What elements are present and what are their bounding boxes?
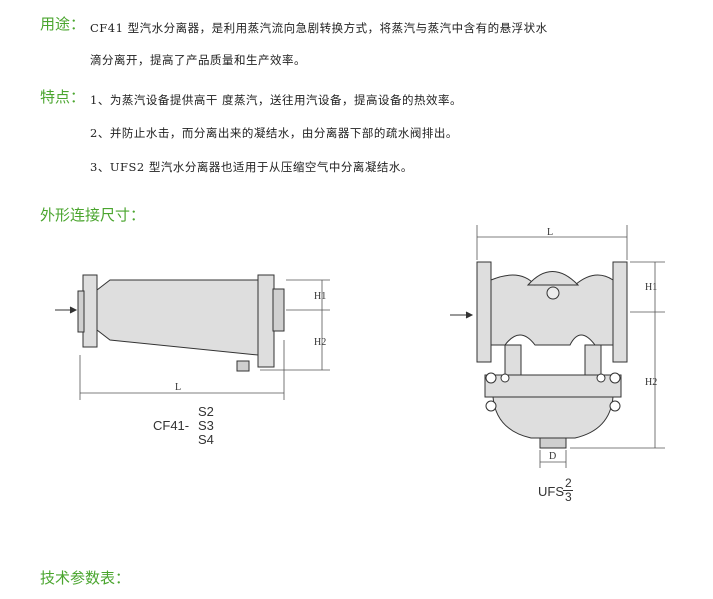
right-dim-D: D <box>549 451 556 462</box>
right-model-variant-1: 2 <box>565 476 572 490</box>
left-model-variant-1: S2 <box>198 404 214 419</box>
right-bolts <box>485 372 621 412</box>
left-outlet-spigot <box>272 288 285 332</box>
right-model-fraction-bar <box>563 490 573 491</box>
right-dome <box>526 271 580 286</box>
right-inlet-flange <box>476 261 492 363</box>
left-inlet-flange <box>82 274 98 348</box>
feature-item-3: 3、UFS2 型汽水分离器也适用于从压缩空气中分离凝结水。 <box>90 160 413 174</box>
right-outlet-flange <box>612 261 628 363</box>
right-model-prefix: UFS <box>538 484 564 499</box>
left-drain <box>236 360 250 372</box>
right-flow-arrow <box>450 311 474 319</box>
right-dim-H1: H1 <box>645 282 657 293</box>
right-dim-L: L <box>547 227 553 238</box>
feature-item-1: 1、为蒸汽设备提供高干 度蒸汽，送往用汽设备，提高设备的热效率。 <box>90 93 462 107</box>
right-separator-drawing <box>476 261 628 449</box>
usage-text-line1: CF41 型汽水分离器，是利用蒸汽流向急剧转换方式，将蒸汽与蒸汽中含有的悬浮状水 <box>90 21 548 35</box>
right-bowl <box>492 396 614 439</box>
right-plug <box>546 286 560 300</box>
left-dimension-lines <box>79 279 330 400</box>
left-model-prefix: CF41- <box>153 418 190 433</box>
right-dim-H2: H2 <box>645 377 657 388</box>
right-model-variant-2: 3 <box>565 490 572 504</box>
right-neck-right <box>584 344 602 376</box>
features-label: 特点： <box>40 88 86 106</box>
left-inlet-spigot <box>77 290 85 333</box>
right-body-top <box>490 274 614 346</box>
feature-item-2: 2、并防止水击，而分离出来的凝结水，由分离器下部的疏水阀排出。 <box>90 126 458 140</box>
dimensions-title: 外形连接尺寸： <box>40 206 146 224</box>
usage-label: 用途： <box>40 15 86 33</box>
left-dim-H1: H1 <box>314 291 326 302</box>
left-separator-drawing <box>77 274 285 372</box>
usage-text-line2: 滴分离开，提高了产品质量和生产效率。 <box>90 53 306 67</box>
right-bottom-outlet <box>539 437 567 449</box>
right-dimension-lines <box>476 225 665 468</box>
tech-params-title: 技术参数表： <box>40 569 131 587</box>
left-model-variant-2: S3 <box>198 418 214 433</box>
left-model-variant-3: S4 <box>198 432 214 447</box>
left-dim-L: L <box>175 382 181 393</box>
left-flow-arrow <box>55 306 78 314</box>
left-dim-H2: H2 <box>314 337 326 348</box>
left-outlet-flange <box>257 274 275 368</box>
left-body <box>96 279 259 356</box>
right-neck-left <box>504 344 522 376</box>
